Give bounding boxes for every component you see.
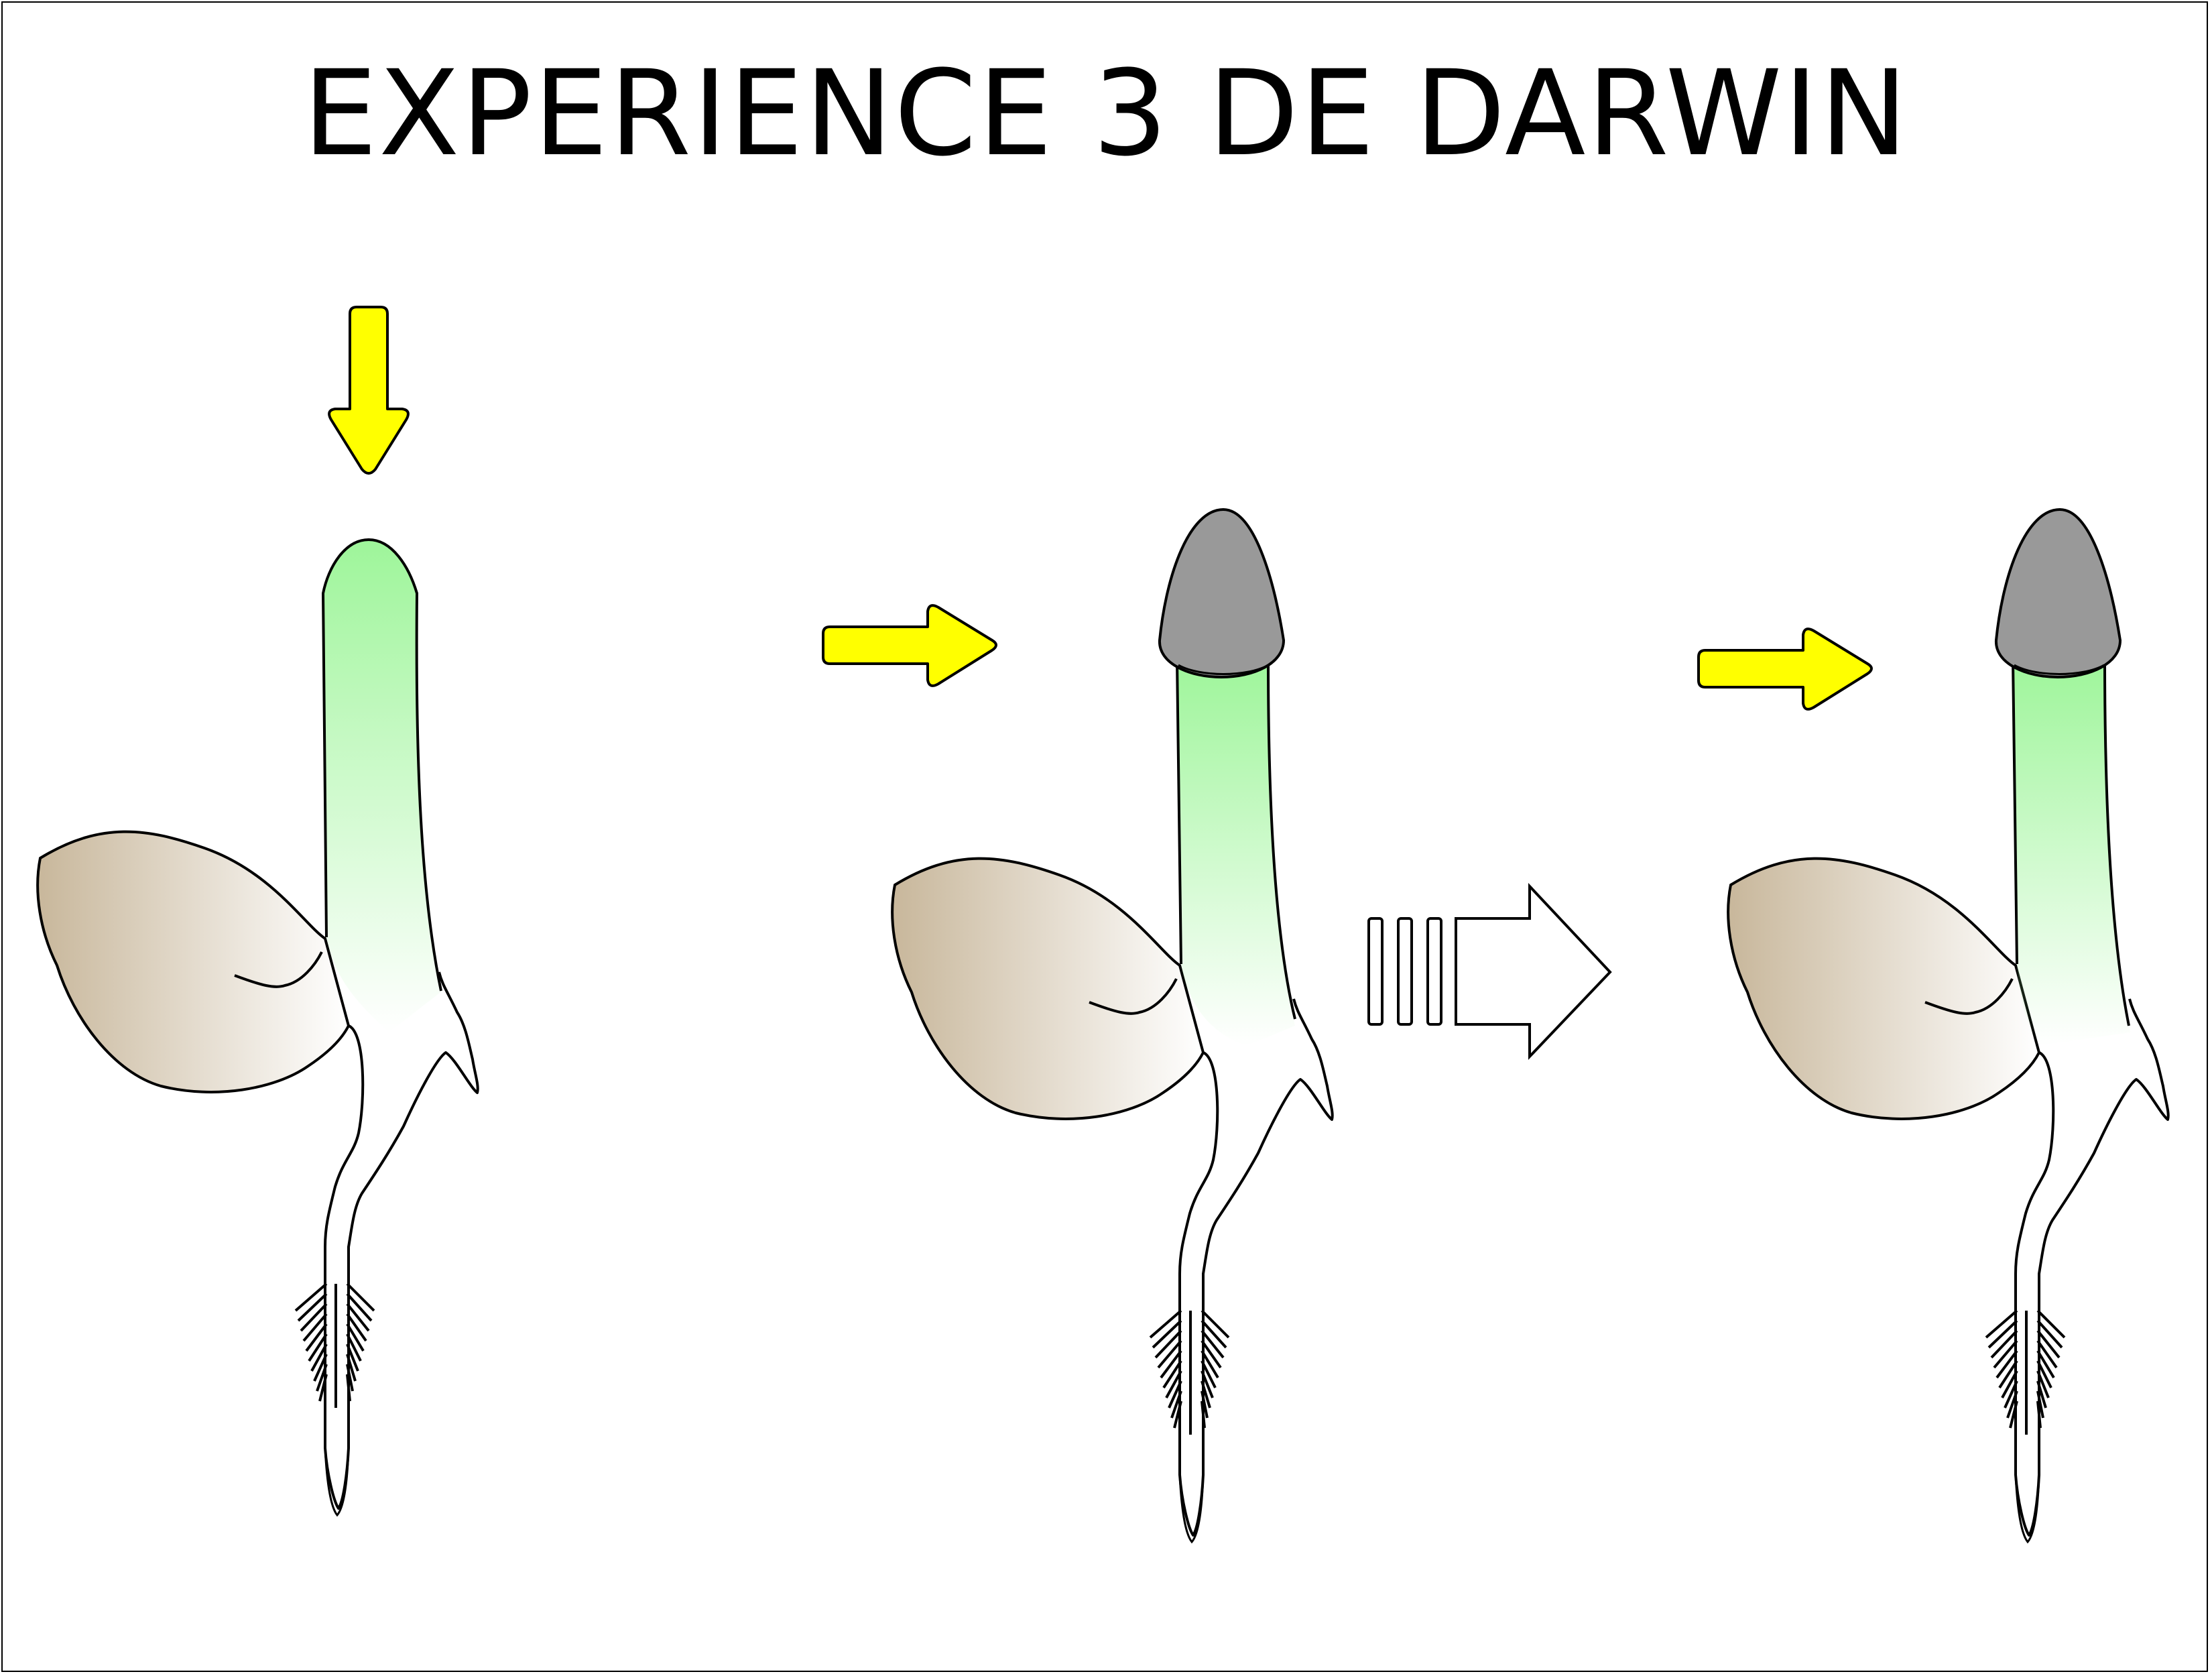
coleoptile-outline-1 <box>321 538 442 992</box>
light-arrow-right-icon <box>1697 627 1873 711</box>
coleoptile-2 <box>1177 660 1295 1046</box>
transition-bar-icon <box>1426 917 1442 1026</box>
coleoptile-3 <box>2013 660 2130 1046</box>
opaque-cap-icon <box>1158 507 1286 679</box>
light-arrow-down-icon <box>328 306 410 475</box>
transition-bar-icon <box>1397 917 1413 1026</box>
seedling-3 <box>1697 507 2170 1543</box>
seedling-2 <box>822 507 1334 1543</box>
transition-bar-icon <box>1367 917 1384 1026</box>
opaque-cap-icon <box>1994 507 2122 679</box>
seedling-1 <box>36 306 479 1516</box>
coleoptile-outline-3 <box>2012 660 2130 1026</box>
coleoptile-1 <box>323 540 442 1032</box>
diagram-title: EXPERIENCE 3 DE DARWIN <box>302 45 1910 182</box>
light-arrow-right-icon <box>822 604 997 687</box>
coleoptile-outline-2 <box>1176 660 1296 1020</box>
transition-arrow <box>1367 882 1612 1060</box>
block-arrow-icon <box>1455 882 1612 1060</box>
